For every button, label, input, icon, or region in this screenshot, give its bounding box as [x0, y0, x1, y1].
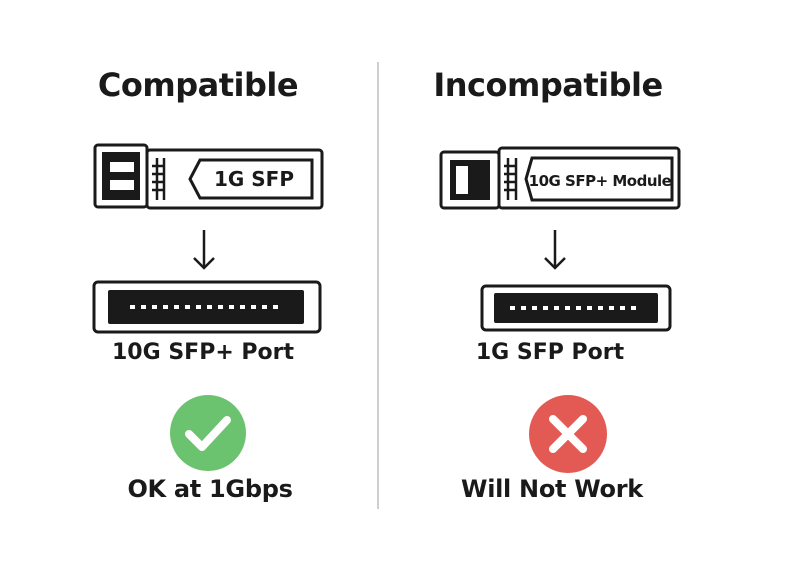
incompatible-panel: Incompatible 10G SFP+ Module 1G SFP P — [400, 0, 800, 575]
sfp-port-icon — [480, 284, 672, 332]
result-label: Will Not Work — [461, 475, 643, 503]
sfp-port-icon — [92, 280, 322, 334]
result-label: OK at 1Gbps — [127, 475, 293, 503]
compatible-panel: Compatible 1G SFP 10G SFP — [92, 66, 324, 503]
down-arrow-icon — [544, 230, 566, 270]
port-label: 10G SFP+ Port — [111, 340, 295, 365]
check-icon — [170, 395, 246, 471]
down-arrow-icon — [193, 230, 215, 270]
module-label: 1G SFP — [214, 167, 294, 191]
sfp-module-icon: 1G SFP — [93, 143, 324, 210]
incompatible-title: Incompatible — [433, 66, 663, 104]
module-label: 10G SFP+ Module — [529, 172, 672, 190]
center-divider — [377, 62, 379, 509]
compatible-title: Compatible — [97, 66, 299, 104]
port-label: 1G SFP Port — [475, 340, 625, 365]
x-icon — [529, 395, 607, 473]
sfp-plus-module-icon: 10G SFP+ Module — [439, 146, 681, 210]
